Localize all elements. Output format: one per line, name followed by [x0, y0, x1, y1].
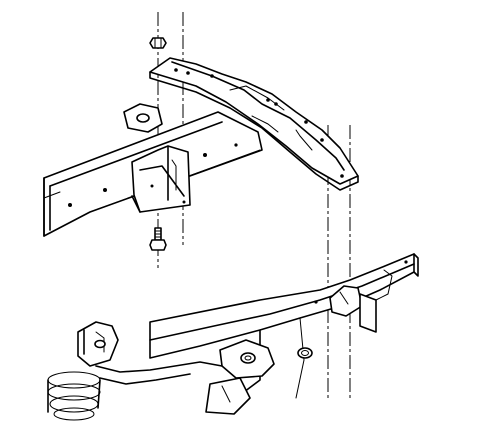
nut-icon: [149, 37, 167, 49]
crossmember-bracket: [123, 103, 191, 213]
coil-spring: [47, 371, 101, 421]
crossmember-hole: [297, 347, 313, 359]
bolt-icon: [149, 227, 167, 251]
bracket-hole: [136, 113, 150, 123]
engine-mount: [77, 321, 275, 415]
transmission-crossmember: [149, 57, 359, 191]
front-crossmember: [149, 253, 419, 399]
